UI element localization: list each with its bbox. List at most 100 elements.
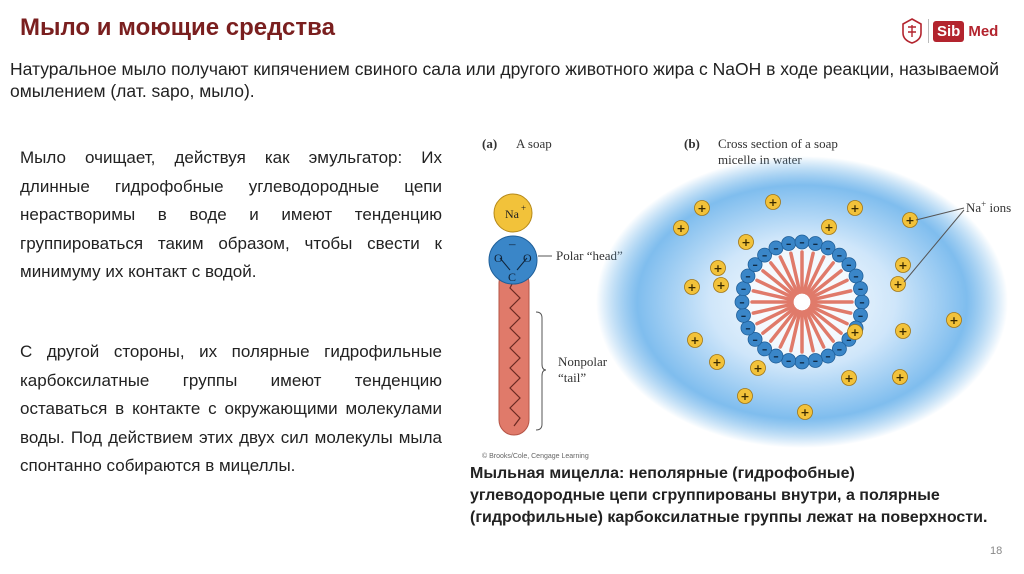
micelle-head-charge: –	[837, 343, 843, 356]
micelle-tail	[809, 302, 853, 315]
na-ions-label: Na+ ions	[966, 199, 1011, 215]
micelle-tail	[755, 278, 795, 300]
sodium-ion-charge: +	[687, 281, 696, 294]
micelle-head-charge: –	[752, 259, 758, 272]
sodium-ion-charge: +	[716, 279, 725, 292]
micelle-head-charge: –	[799, 356, 805, 369]
sodium-ion-dot	[694, 200, 710, 216]
micelle-head	[832, 341, 847, 357]
sodium-ion-charge: +	[905, 214, 914, 227]
polar-groups-paragraph: С другой стороны, их полярные гидрофильн…	[20, 342, 442, 475]
micelle-head-charge: –	[853, 270, 859, 283]
micelle-head-charge: –	[858, 283, 864, 296]
micelle-tail	[778, 309, 800, 349]
micelle-tail	[802, 251, 815, 295]
sodium-ion-charge: +	[740, 390, 749, 403]
micelle-head-charge: –	[752, 333, 758, 346]
micelle-tail	[761, 269, 796, 298]
slide-title: Мыло и моющие средства	[20, 14, 335, 41]
micelle-head	[740, 268, 756, 284]
sodium-ion-dot	[847, 324, 863, 340]
micelle-head-charge: –	[846, 259, 852, 272]
university-emblem-icon	[902, 18, 922, 44]
micelle-head-charge: –	[762, 249, 768, 262]
polar-head	[488, 235, 538, 285]
logo-divider	[928, 19, 929, 43]
micelle-head	[757, 341, 772, 357]
sodium-ion-dot	[710, 260, 726, 276]
micelle-head-charge: –	[786, 354, 792, 367]
carbon-label: C	[508, 270, 516, 284]
micelle-head-charge: –	[813, 238, 819, 251]
sodium-ion-charge: +	[800, 406, 809, 419]
micelle: ––––––––––––––––––––––––––––	[734, 234, 870, 370]
micelle-head-charge: –	[825, 350, 831, 363]
sodium-ion-dot	[737, 388, 753, 404]
panel-a-letter: (a)	[482, 136, 497, 151]
micelle-tail	[802, 309, 815, 353]
sodium-ion-dot	[946, 312, 962, 328]
intro-text: Натуральное мыло получают кипячением сви…	[10, 59, 1000, 101]
logo-sib-text: Sib	[933, 20, 965, 42]
micelle-tail	[769, 261, 798, 296]
sodium-ion-charge: +	[893, 278, 902, 291]
sodium-ions: ++++++++++++++++++++++	[673, 194, 962, 420]
sodium-ion-charge: +	[824, 221, 833, 234]
sodium-ion-charge: +	[713, 262, 722, 275]
panel-a-title: A soap	[516, 136, 552, 151]
sodium-ion-dot	[750, 360, 766, 376]
sodium-ion-charge: +	[898, 325, 907, 338]
micelle-tail	[751, 302, 795, 315]
micelle-tail	[755, 304, 795, 326]
micelle-tail	[769, 308, 798, 343]
sodium-ion-charge: +	[741, 236, 750, 249]
micelle-tail	[809, 278, 849, 300]
micelle-tail	[806, 261, 835, 296]
micelle-head-charge: –	[859, 296, 865, 309]
micelle-tail	[808, 306, 843, 335]
sodium-ion-dot	[713, 277, 729, 293]
sodium-ion-dot	[892, 369, 908, 385]
micelle-core	[744, 244, 860, 360]
micelle-head-charge: –	[745, 270, 751, 283]
micelle-head-charge: –	[825, 242, 831, 255]
micelle-head-charge: –	[799, 236, 805, 249]
sodium-ion-dot	[687, 332, 703, 348]
micelle-tail	[761, 306, 796, 335]
micelle-head-charge: –	[837, 249, 843, 262]
micelle-head-charge: –	[846, 333, 852, 346]
page-number: 18	[990, 545, 1003, 557]
micelle-head-charge: –	[786, 238, 792, 251]
micelle-tail	[789, 309, 802, 353]
sodium-ion-charge: +	[898, 259, 907, 272]
sibmed-logo: Sib Med	[900, 16, 1012, 46]
sodium-ion-charge: +	[712, 356, 721, 369]
soap-molecule: Na + O O C –	[488, 193, 538, 436]
sodium-ion-charge: +	[697, 202, 706, 215]
micelle-head	[747, 257, 763, 272]
oxygen-right: O	[523, 251, 532, 265]
sodium-ion	[493, 193, 533, 233]
micelle-tail	[809, 289, 853, 302]
sodium-ion-charge: +	[676, 222, 685, 235]
micelle-head-charge: –	[813, 354, 819, 367]
micelle-head-charge: –	[741, 309, 747, 322]
sodium-ion-charge: +	[895, 371, 904, 384]
sodium-ion-dot	[847, 200, 863, 216]
nonpolar-label-line2: “tail”	[558, 370, 586, 385]
sodium-ion-dot	[797, 404, 813, 420]
micelle-head	[820, 240, 836, 256]
sodium-ion-dot	[738, 234, 754, 250]
sodium-ion-dot	[895, 257, 911, 273]
micelle-tail	[751, 289, 795, 302]
nonpolar-label-line1: Nonpolar	[558, 354, 608, 369]
figure-caption: Мыльная мицелла: неполярные (гидрофобные…	[470, 465, 988, 526]
micelle-head	[853, 281, 868, 297]
sodium-ion-dot	[684, 279, 700, 295]
micelle-head	[832, 247, 847, 263]
tail-bracket	[535, 311, 547, 431]
micelle-head-charge: –	[773, 242, 779, 255]
oxygen-left: O	[494, 251, 503, 265]
sodium-charge: +	[521, 203, 526, 213]
sodium-label: Na	[505, 207, 520, 221]
